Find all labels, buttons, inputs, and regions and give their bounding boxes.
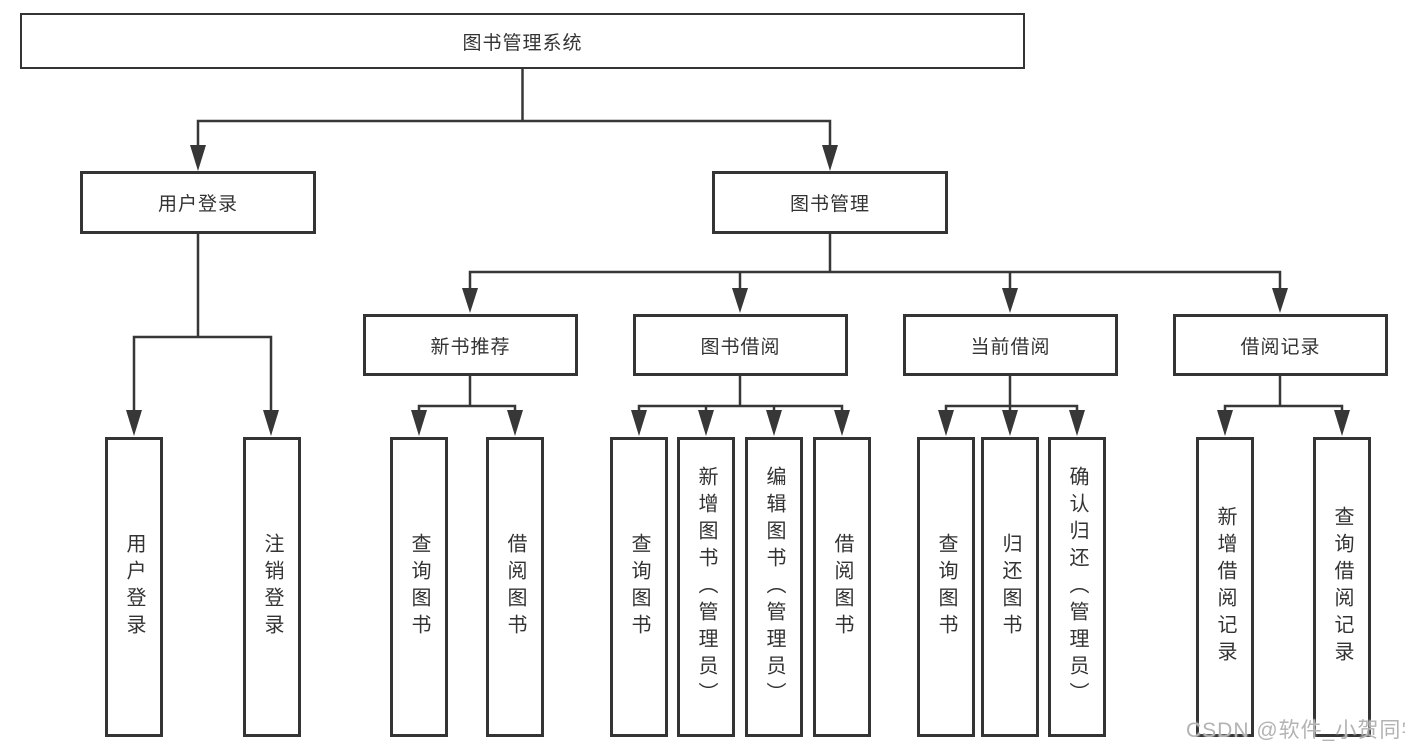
node-book-management: 图书管理 [712,171,948,234]
node-user-login: 用户登录 [80,171,316,234]
leaf-borrowing-borrow-books: 借阅图书 [813,437,871,737]
arrow-records-add [1217,410,1233,436]
leaf-add-borrow-record: 新增借阅记录 [1196,437,1254,737]
arrow-recommend-borrow [507,410,523,436]
user-login-branch-line [132,335,273,412]
arrow-book-borrowing [732,288,748,313]
watermark-text: CSDN @软件_小贺同学 [1186,719,1405,742]
current-branch-line [944,404,1079,414]
arrow-borrowing-query [631,410,647,436]
leaf-add-books-admin: 新增图书（管理员） [677,437,735,737]
leaf-return-books: 归还图书 [981,437,1039,737]
arrow-current-return [1002,410,1018,436]
leaf-recommend-borrow-books: 借阅图书 [486,437,544,737]
node-borrowing-records: 借阅记录 [1173,314,1388,376]
arrow-recommend-query [411,410,427,436]
node-current-borrowing: 当前借阅 [903,314,1118,376]
leaf-confirm-return-admin: 确认归还（管理员） [1048,437,1106,737]
level3-branch-line [468,270,1282,290]
arrow-records-query [1334,410,1350,436]
leaf-borrowing-query-books: 查询图书 [610,437,668,737]
arrow-current-query [938,410,954,436]
borrowing-branch-line [637,404,844,414]
node-new-book-recommendation: 新书推荐 [363,314,578,376]
recommend-branch-line [417,404,517,414]
arrow-borrowing-records [1272,288,1288,313]
arrow-new-book-recommendation [462,288,478,313]
arrow-leaf-logout [263,410,279,436]
arrow-leaf-user-login [126,410,142,436]
arrow-user-login [190,145,206,171]
level2-branch-line [196,119,832,148]
arrow-book-management [822,145,838,171]
leaf-logout: 注销登录 [243,437,301,737]
arrow-borrowing-borrow [834,410,850,436]
arrow-current-borrowing [1002,288,1018,313]
leaf-edit-books-admin: 编辑图书（管理员） [745,437,803,737]
leaf-recommend-query-books: 查询图书 [390,437,448,737]
arrow-borrowing-add [698,410,714,436]
leaf-user-login: 用户登录 [105,437,163,737]
node-book-borrowing: 图书借阅 [633,314,848,376]
arrow-current-confirm [1069,410,1085,436]
leaf-current-query-books: 查询图书 [917,437,975,737]
arrow-borrowing-edit [766,410,782,436]
leaf-query-borrow-record: 查询借阅记录 [1313,437,1371,737]
records-branch-line [1223,404,1344,414]
node-library-management-system: 图书管理系统 [20,13,1025,69]
